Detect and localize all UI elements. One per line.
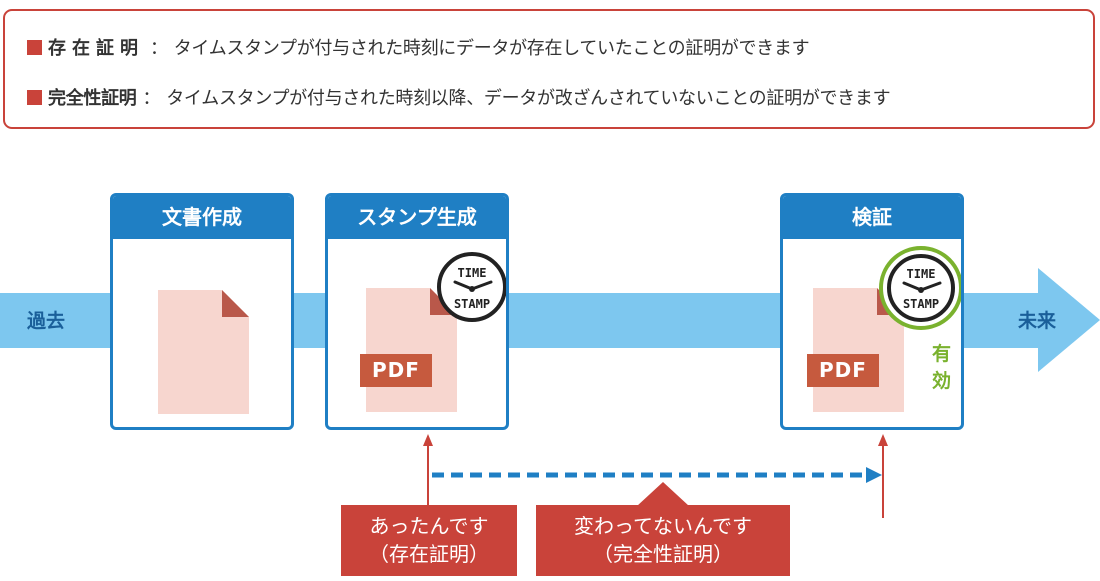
card-stamp-generation: スタンプ生成 PDF TIME STAMP	[325, 193, 509, 430]
card-title: 検証	[783, 196, 961, 239]
stamp-text-bottom: STAMP	[454, 297, 490, 311]
legend-row-existence: 存在証明 ：タイムスタンプが付与された時刻にデータが存在していたことの証明ができま…	[27, 36, 810, 62]
existence-pointer-arrow	[423, 434, 433, 506]
legend-separator: ：	[142, 88, 161, 109]
card-document-creation: 文書作成	[110, 193, 294, 430]
stamp-text-bottom: STAMP	[903, 297, 939, 311]
legend-row-integrity: 完全性証明：タイムスタンプが付与された時刻以降、データが改ざんされていないことの…	[27, 86, 891, 112]
callout-line-1: 変わってないんです	[574, 514, 752, 538]
timeline-start-label: 過去	[27, 310, 66, 332]
pdf-label: PDF	[807, 354, 879, 387]
legend-description: タイムスタンプが付与された時刻にデータが存在していたことの証明ができます	[173, 38, 810, 59]
legend-term: 完全性証明	[48, 88, 137, 109]
card-verification: 検証 PDF TIME STAMP 有効	[780, 193, 964, 430]
callout-line-2: （存在証明）	[369, 542, 489, 566]
integrity-dashed-arrow	[432, 467, 882, 483]
timestamp-icon: TIME STAMP	[436, 251, 506, 323]
legend-term: 存在証明	[48, 38, 144, 59]
callout-integrity: 変わってないんです （完全性証明）	[536, 505, 790, 576]
legend-separator: ：	[150, 38, 168, 59]
red-square-bullet-icon	[27, 40, 42, 55]
legend-description: タイムスタンプが付与された時刻以降、データが改ざんされていないことの証明ができま…	[166, 88, 891, 109]
integrity-pointer-arrow	[878, 434, 888, 518]
document-icon	[158, 290, 249, 414]
callout-pointer-icon	[637, 482, 689, 506]
legend-box: 存在証明：タイムスタンプが付与された時刻にデータが存在していたことの証明ができま…	[3, 9, 1095, 129]
stamp-text-top: TIME	[458, 266, 487, 280]
callout-line-1: あったんです	[369, 514, 489, 538]
pdf-label: PDF	[360, 354, 432, 387]
card-title: スタンプ生成	[328, 196, 506, 239]
verified-timestamp-icon: TIME STAMP	[879, 246, 961, 330]
red-square-bullet-icon	[27, 90, 42, 105]
callout-existence: あったんです （存在証明）	[341, 505, 517, 576]
timeline-arrowhead-icon	[1038, 268, 1100, 372]
valid-status-label: 有効	[932, 343, 952, 392]
stamp-text-top: TIME	[907, 267, 936, 281]
card-title: 文書作成	[113, 196, 291, 239]
callout-line-2: （完全性証明）	[593, 542, 733, 566]
timeline-end-label: 未来	[1018, 310, 1057, 332]
